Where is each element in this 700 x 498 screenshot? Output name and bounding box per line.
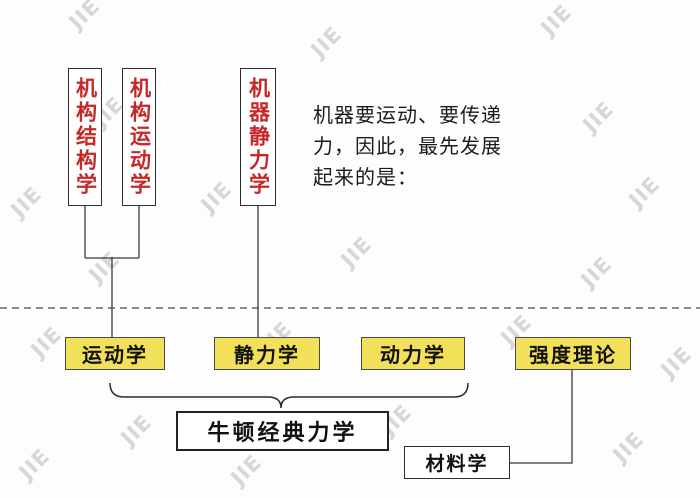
note-line-1: 机器要运动、要传递 (313, 103, 502, 127)
box-machine-statics: 机器静力学 (240, 68, 276, 206)
underbrace (109, 382, 469, 409)
box-mechanism-structure: 机构结构学 (68, 68, 102, 206)
box-newton-classical-mechanics: 牛顿经典力学 (176, 411, 389, 451)
note-line-3: 起来的是： (313, 165, 418, 189)
connector-mechanism-to-kinematics (84, 206, 140, 337)
note-text: 机器要运动、要传递 力，因此，最先发展 起来的是： (313, 100, 563, 193)
note-line-2: 力，因此，最先发展 (313, 134, 502, 158)
connector-strength-to-materials (510, 370, 573, 464)
box-strength-theory: 强度理论 (515, 337, 631, 370)
box-materials-science: 材料学 (404, 446, 510, 479)
box-statics: 静力学 (214, 337, 320, 370)
box-mechanism-kinematics: 机构运动学 (122, 68, 156, 206)
box-kinematics: 运动学 (65, 337, 165, 370)
box-dynamics: 动力学 (361, 337, 465, 370)
